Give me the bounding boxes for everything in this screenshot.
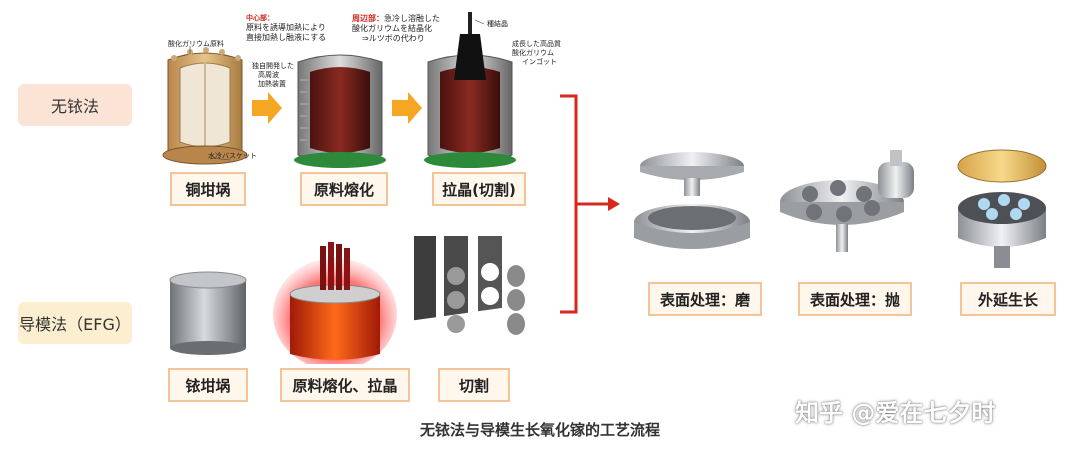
efg-melt-crucible bbox=[273, 242, 397, 364]
method-efg-text: 导模法（EFG） bbox=[19, 315, 131, 334]
method-vb-text: 无铱法 bbox=[50, 97, 99, 116]
step-label-crystal-pulling: 拉晶(切割) bbox=[432, 172, 526, 206]
grinding-machine bbox=[634, 152, 750, 249]
copper-basket-crucible bbox=[162, 47, 248, 165]
annotation-seed-crystal: 種結晶 bbox=[487, 20, 508, 28]
arrow-right-icon bbox=[608, 197, 620, 211]
step-label-grinding: 表面处理：磨 bbox=[648, 282, 762, 316]
annotation-edge-line1: 周辺部：急冷し溶融した bbox=[352, 14, 440, 23]
step-label-epitaxy: 外延生长 bbox=[960, 282, 1056, 316]
step-label-melt-and-pull: 原料熔化、拉晶 bbox=[280, 368, 410, 402]
iridium-crucible bbox=[169, 271, 247, 355]
annotation-heater-3: 加熱装置 bbox=[258, 80, 286, 88]
annotation-heater-1: 独自開発した bbox=[252, 62, 294, 70]
annotation-center-title: 中心部： bbox=[246, 14, 274, 22]
step-label-raw-melting: 原料熔化 bbox=[300, 172, 388, 206]
step-label-cutting: 切割 bbox=[438, 368, 510, 402]
efg-process-illustration bbox=[169, 236, 525, 364]
annotation-edge-3: ⇒ルツボの代わり bbox=[362, 34, 425, 43]
annotation-water-cooled-basket: 水冷バスケット bbox=[208, 152, 257, 160]
annotation-ingot-2: 酸化ガリウム bbox=[512, 49, 554, 57]
annotation-center-1: 原料を誘導加熱により bbox=[246, 23, 326, 32]
annotation-ingot-1: 成長した高品質 bbox=[512, 40, 561, 48]
step-label-polishing: 表面处理：抛 bbox=[798, 282, 912, 316]
annotation-raw-material: 酸化ガリウム原料 bbox=[168, 40, 224, 48]
figure-caption: 无铱法与导模生长氧化镓的工艺流程 bbox=[419, 421, 660, 439]
vb-process-illustration bbox=[162, 12, 516, 168]
annotation-edge-rest: 急冷し溶融した bbox=[384, 14, 440, 23]
step-label-copper-crucible: 铜坩埚 bbox=[170, 172, 246, 206]
polishing-machine bbox=[780, 150, 914, 252]
annotation-heater-2: 高周波 bbox=[258, 71, 279, 79]
merge-bracket-arrow bbox=[560, 94, 620, 314]
method-efg-label: 导模法（EFG） bbox=[18, 302, 132, 344]
annotation-ingot-3: インゴット bbox=[522, 58, 557, 66]
arrow-right-icon bbox=[392, 92, 422, 124]
cut-wafer-plates bbox=[414, 236, 525, 335]
method-vb-label: 无铱法 bbox=[18, 84, 132, 126]
crystal-pulling-crucible bbox=[424, 12, 516, 168]
annotation-edge-2: 酸化ガリウムを結晶化 bbox=[352, 24, 432, 33]
step-label-iridium-crucible: 铱坩埚 bbox=[168, 368, 248, 402]
epitaxy-machine bbox=[957, 149, 1047, 268]
watermark: 知乎 @爱在七夕时 bbox=[795, 399, 996, 427]
finishing-illustration bbox=[634, 149, 1047, 268]
annotation-edge-title: 周辺部： bbox=[352, 14, 384, 23]
annotation-center-2: 直接加熱し融液にする bbox=[246, 33, 327, 42]
melting-crucible bbox=[294, 54, 386, 168]
arrow-right-icon bbox=[252, 92, 282, 124]
